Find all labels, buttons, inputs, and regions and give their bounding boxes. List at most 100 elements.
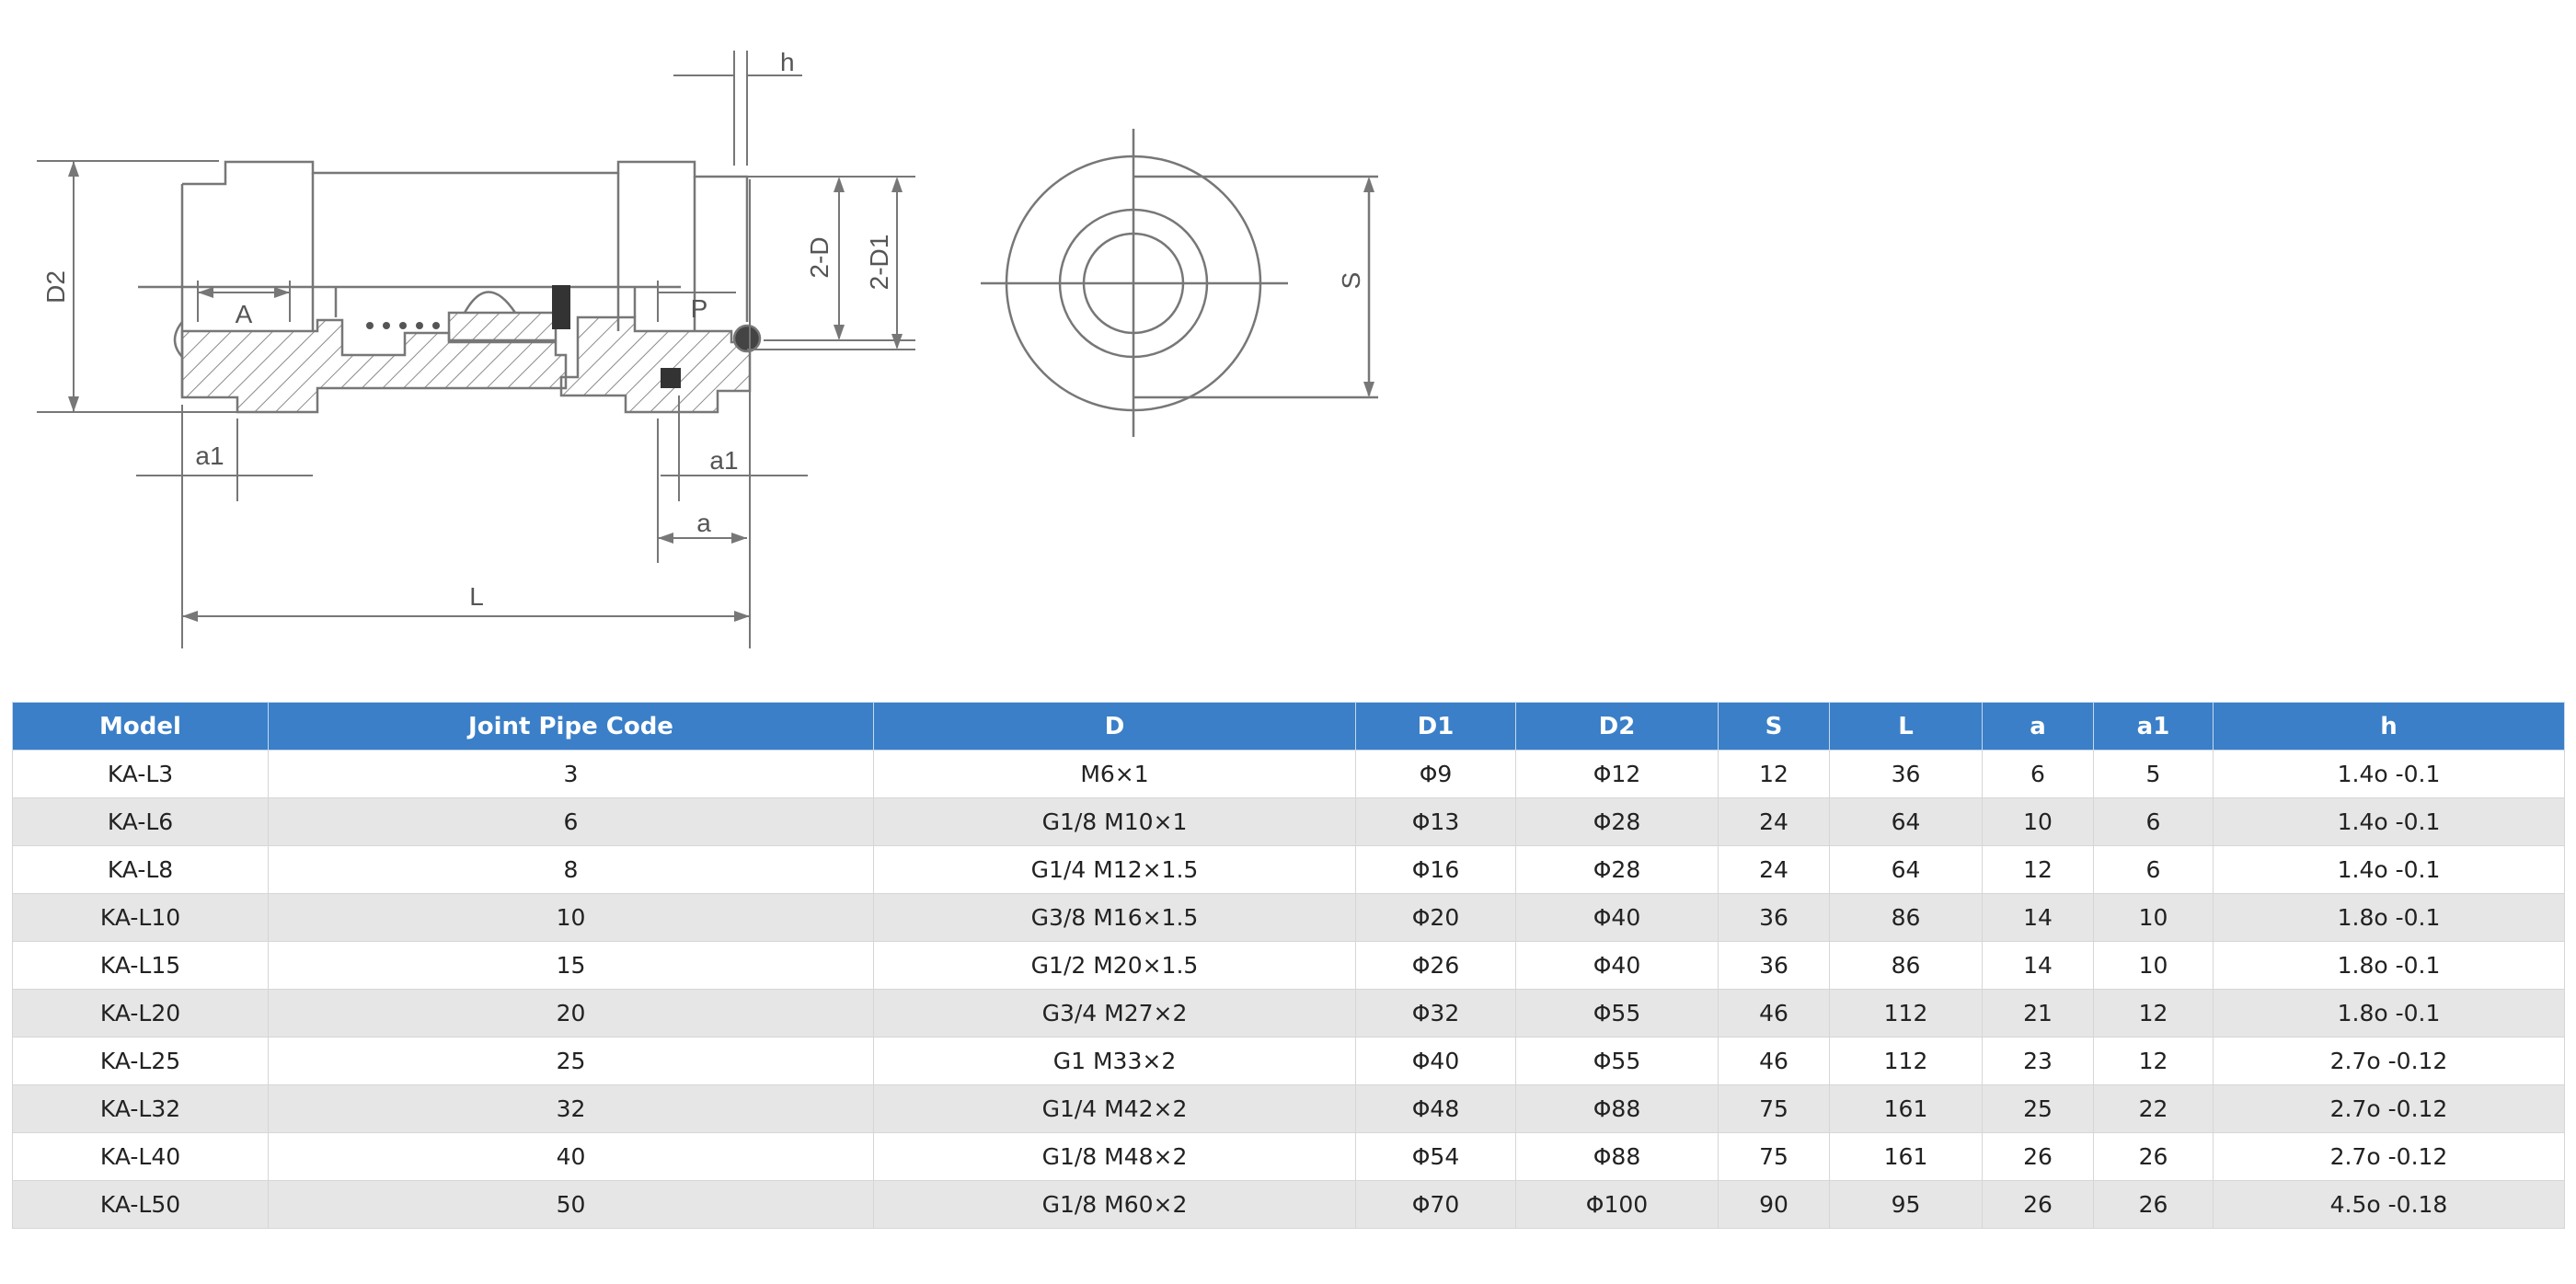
table-cell: 1.8o -0.1 (2213, 941, 2565, 990)
table-cell: G3/4 M27×2 (873, 989, 1356, 1038)
table-cell: 25 (268, 1037, 874, 1085)
table-cell: 32 (268, 1084, 874, 1133)
table-cell: 64 (1829, 845, 1983, 894)
table-cell: 3 (268, 750, 874, 798)
table-cell: 1.4o -0.1 (2213, 797, 2565, 846)
table-cell: 21 (1982, 989, 2094, 1038)
table-cell: G1 M33×2 (873, 1037, 1356, 1085)
table-cell: 86 (1829, 893, 1983, 942)
table-cell: 23 (1982, 1037, 2094, 1085)
table-cell: 2.7o -0.12 (2213, 1132, 2565, 1181)
table-cell: M6×1 (873, 750, 1356, 798)
body-hatch-right (559, 315, 752, 414)
table-cell: 112 (1829, 989, 1983, 1038)
table-cell: Φ20 (1355, 893, 1516, 942)
table-cell: 1.4o -0.1 (2213, 845, 2565, 894)
body-hatch-mid (447, 311, 558, 342)
table-cell: G1/8 M48×2 (873, 1132, 1356, 1181)
table-cell: 75 (1718, 1132, 1830, 1181)
table-cell: KA-L25 (12, 1037, 269, 1085)
table-cell: 1.8o -0.1 (2213, 893, 2565, 942)
column-header: a1 (2093, 702, 2214, 751)
dim-d2: D2 (41, 270, 70, 304)
table-cell: Φ13 (1355, 797, 1516, 846)
column-header: D2 (1515, 702, 1719, 751)
table-cell: 161 (1829, 1132, 1983, 1181)
table-cell: Φ40 (1515, 893, 1719, 942)
table-cell: 26 (1982, 1132, 2094, 1181)
table-cell: G1/4 M12×1.5 (873, 845, 1356, 894)
side-arrow-heads (68, 161, 903, 622)
dim-h: h (780, 48, 795, 76)
table-cell: KA-L32 (12, 1084, 269, 1133)
table-cell: 75 (1718, 1084, 1830, 1133)
end-view-arrows (1363, 177, 1374, 397)
table-cell: G1/2 M20×1.5 (873, 941, 1356, 990)
table-cell: 24 (1718, 797, 1830, 846)
table-cell: Φ28 (1515, 797, 1719, 846)
table-cell: 5 (2093, 750, 2214, 798)
technical-drawing: h D2 A P 2-D 2-D1 a1 a1 a L S (37, 48, 1378, 648)
table-cell: G1/8 M10×1 (873, 797, 1356, 846)
end-view (981, 129, 1378, 437)
table-cell: KA-L10 (12, 893, 269, 942)
table-cell: 12 (1718, 750, 1830, 798)
table-cell: Φ55 (1515, 989, 1719, 1038)
side-dimension-lines (37, 51, 915, 648)
table-cell: Φ88 (1515, 1132, 1719, 1181)
table-cell: 10 (2093, 893, 2214, 942)
table-cell: 90 (1718, 1180, 1830, 1229)
table-cell: 112 (1829, 1037, 1983, 1085)
table-cell: Φ48 (1355, 1084, 1516, 1133)
column-header: D (873, 702, 1356, 751)
left-housing-outline (182, 160, 749, 322)
table-cell: 40 (268, 1132, 874, 1181)
table-cell: 1.8o -0.1 (2213, 989, 2565, 1038)
table-cell: 6 (2093, 845, 2214, 894)
table-cell: 26 (2093, 1180, 2214, 1229)
table-cell: 14 (1982, 941, 2094, 990)
table-cell: 64 (1829, 797, 1983, 846)
table-cell: Φ26 (1355, 941, 1516, 990)
table-cell: 2.7o -0.12 (2213, 1084, 2565, 1133)
table-cell: 50 (268, 1180, 874, 1229)
table-cell: 36 (1829, 750, 1983, 798)
table-cell: Φ70 (1355, 1180, 1516, 1229)
table-cell: 15 (268, 941, 874, 990)
table-cell: Φ40 (1355, 1037, 1516, 1085)
dim-p: P (691, 294, 708, 323)
table-cell: Φ40 (1515, 941, 1719, 990)
column-header: L (1829, 702, 1983, 751)
table-cell: 6 (268, 797, 874, 846)
table-cell: 36 (1718, 941, 1830, 990)
table-cell: 36 (1718, 893, 1830, 942)
drawing-svg: h D2 A P 2-D 2-D1 a1 a1 a L S (37, 48, 1378, 648)
table-cell: 46 (1718, 1037, 1830, 1085)
table-cell: Φ28 (1515, 845, 1719, 894)
table-cell: 6 (1982, 750, 2094, 798)
table-cell: 86 (1829, 941, 1983, 990)
table-cell: 161 (1829, 1084, 1983, 1133)
table-cell: 95 (1829, 1180, 1983, 1229)
table-cell: 12 (1982, 845, 2094, 894)
dim-s: S (1337, 272, 1365, 290)
dim-a-lower: a (696, 509, 711, 537)
side-section-view (138, 160, 762, 414)
table-cell: 25 (1982, 1084, 2094, 1133)
table-cell: Φ88 (1515, 1084, 1719, 1133)
table-cell: KA-L40 (12, 1132, 269, 1181)
table-cell: 10 (2093, 941, 2214, 990)
